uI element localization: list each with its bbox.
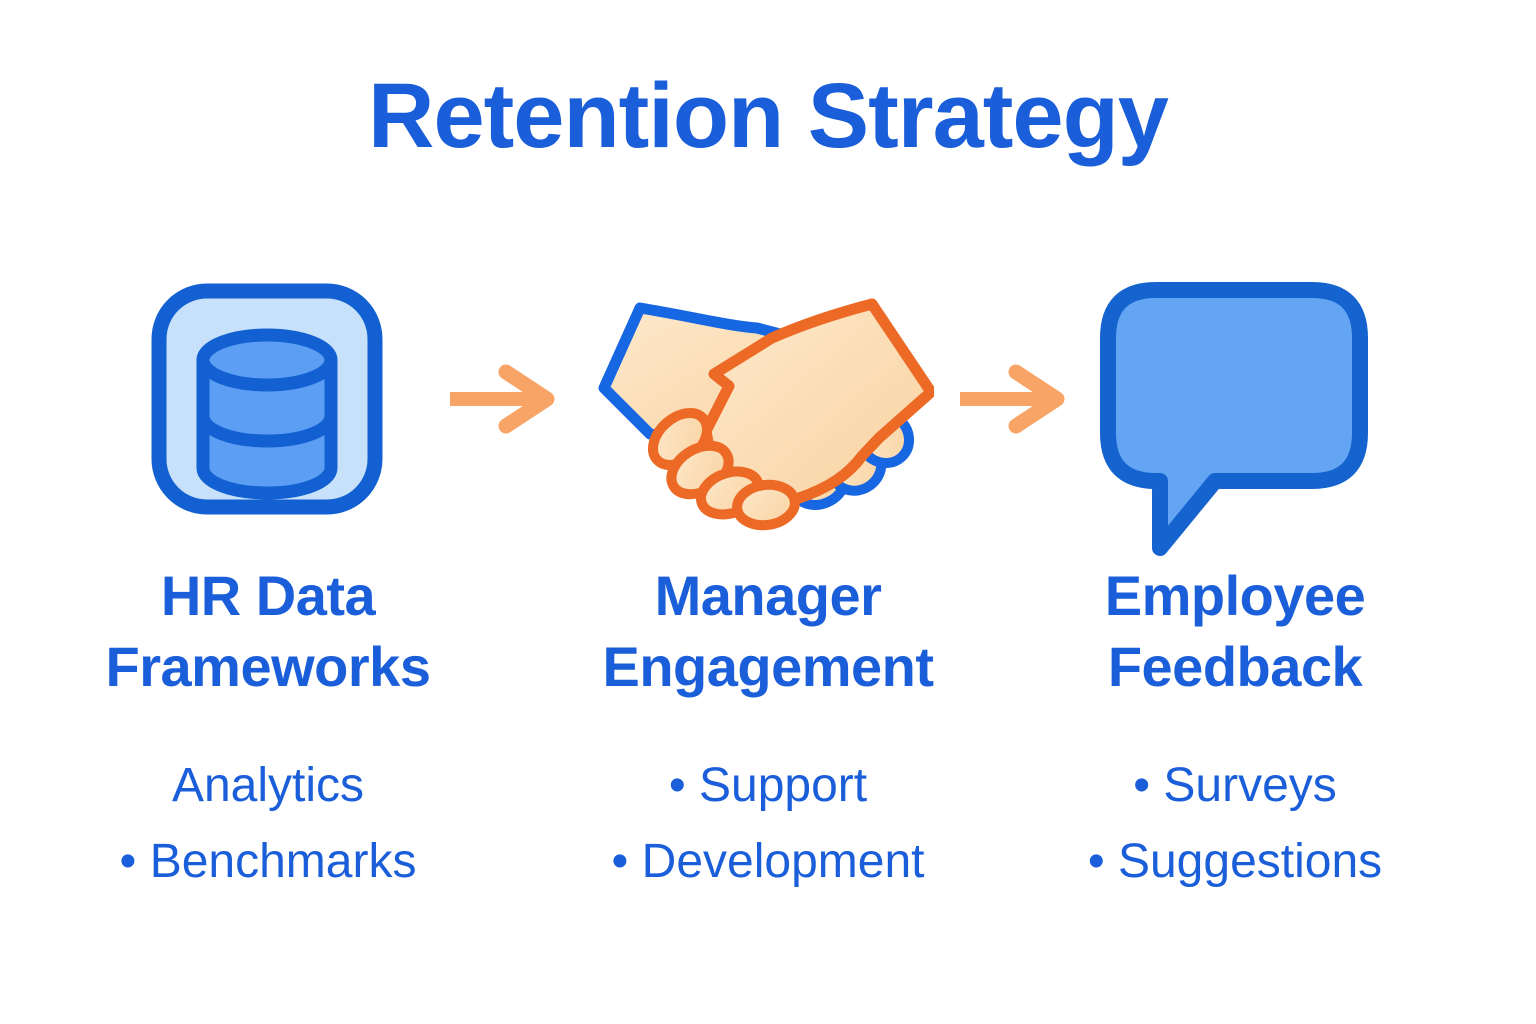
- arrow-right-icon: [954, 362, 1080, 436]
- column-heading-line: Employee: [1104, 564, 1366, 627]
- bullet-item: • Suggestions: [1087, 835, 1383, 889]
- column-manager-engagement: Manager Engagement • Support • Developme…: [533, 560, 1003, 900]
- bullet-item: • Benchmarks: [119, 835, 417, 889]
- page-title: Retention Strategy: [368, 65, 1169, 167]
- handshake-icon: [594, 286, 934, 541]
- column-heading-line: Engagement: [602, 635, 934, 699]
- bullet-item: • Support: [668, 759, 868, 813]
- bullet-list: • Surveys • Suggestions: [1000, 748, 1470, 900]
- column-heading-line: Manager: [654, 564, 882, 627]
- database-icon: [150, 282, 384, 516]
- column-heading: Manager Engagement: [533, 560, 1003, 702]
- bullet-item: • Surveys: [1133, 759, 1337, 813]
- bullet-list: • Support • Development: [533, 748, 1003, 900]
- column-hr-data-frameworks: HR Data Frameworks Analytics • Benchmark…: [33, 560, 503, 900]
- column-heading-line: HR Data: [160, 564, 376, 627]
- column-heading: HR Data Frameworks: [33, 560, 503, 702]
- column-employee-feedback: Employee Feedback • Surveys • Suggestion…: [1000, 560, 1470, 900]
- column-heading-line: Feedback: [1107, 635, 1363, 699]
- bullet-item: • Development: [611, 835, 925, 889]
- bullet-list: Analytics • Benchmarks: [33, 748, 503, 900]
- column-heading-line: Frameworks: [105, 635, 431, 699]
- arrow-right-icon: [444, 362, 570, 436]
- bullet-item: Analytics: [171, 759, 365, 813]
- column-heading: Employee Feedback: [1000, 560, 1470, 702]
- speech-bubble-icon: [1098, 280, 1370, 572]
